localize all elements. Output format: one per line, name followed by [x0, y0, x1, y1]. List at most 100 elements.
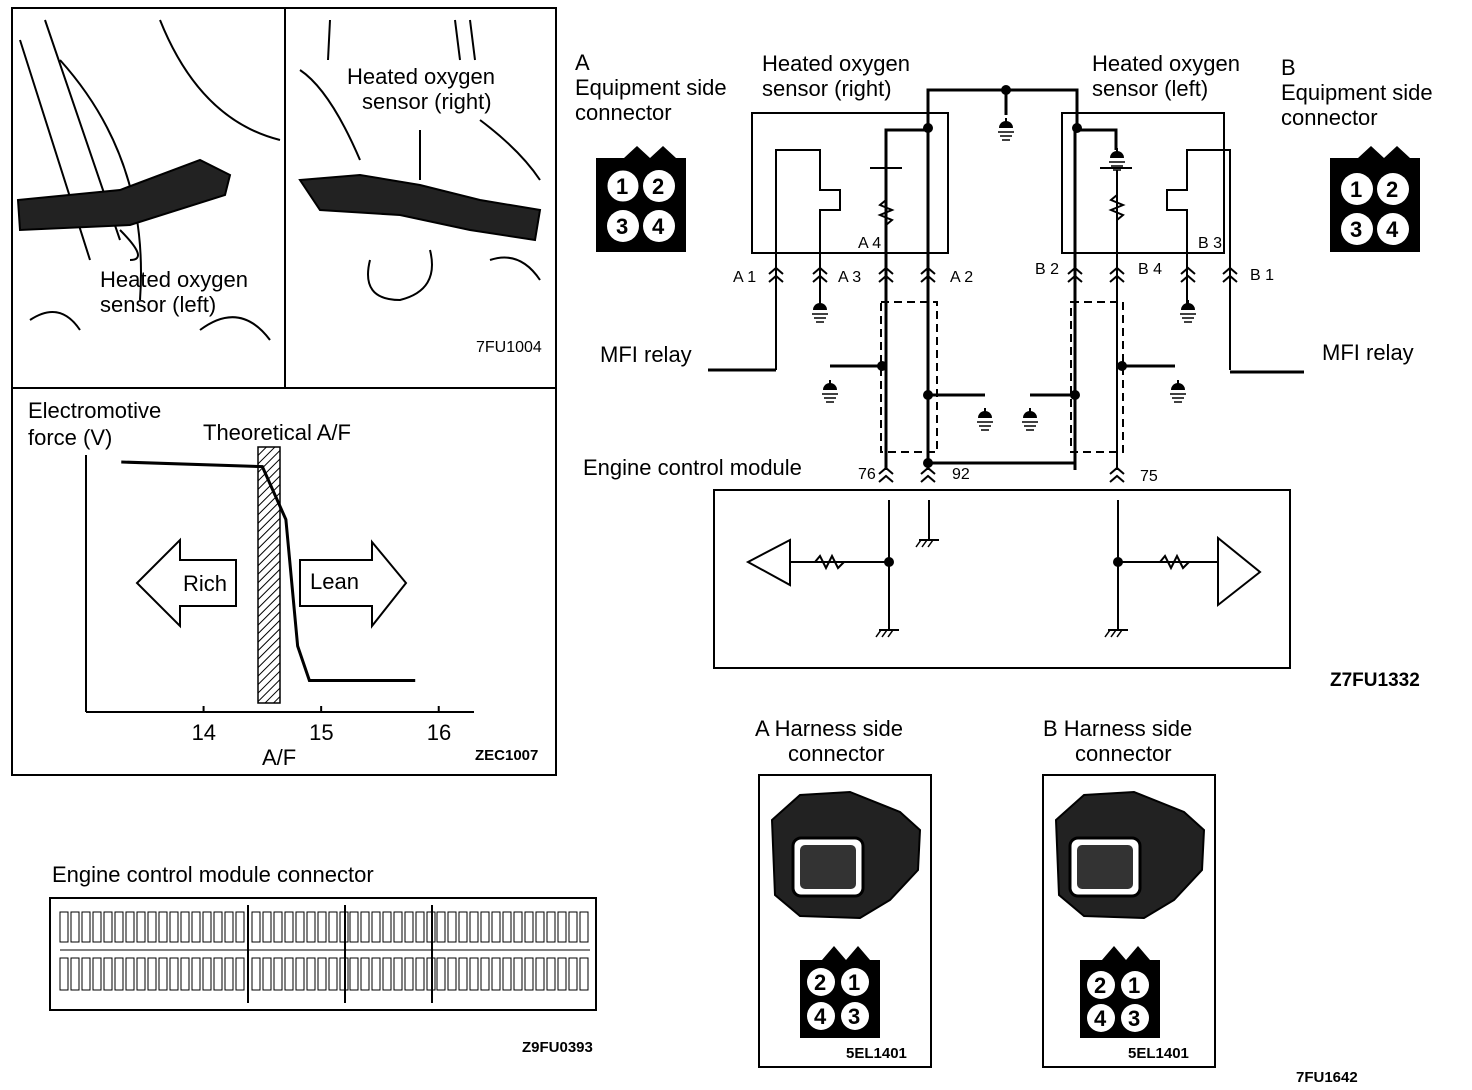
- terminal-chevron-icon: [1222, 274, 1238, 283]
- x-axis-label: A/F: [262, 745, 296, 770]
- ecm-pin-cell: [251, 957, 261, 991]
- harness-a-code: 5EL1401: [846, 1045, 907, 1062]
- ground-icon: [999, 121, 1013, 128]
- ecm-pin-cell: [59, 911, 69, 943]
- ecm-pin-cell: [480, 957, 490, 991]
- x-tick-label: 14: [192, 720, 216, 745]
- photos-panel: Heated oxygen sensor (left) Heated oxyge…: [11, 7, 557, 389]
- terminal-chevron-icon: [1109, 474, 1125, 483]
- terminal-chevron-icon: [1109, 266, 1125, 275]
- emf-curve: [121, 460, 416, 682]
- ecm-pin-cell: [317, 957, 327, 991]
- terminal-b1: B 1: [1250, 267, 1274, 284]
- right-sensor-illustration: [298, 19, 542, 302]
- mfi-relay-left-label: MFI relay: [600, 342, 692, 367]
- ecm-pin-cell: [535, 911, 545, 943]
- ground-icon: [1181, 303, 1195, 310]
- theoretical-af-label: Theoretical A/F: [203, 420, 351, 445]
- mfi-relay-right-label: MFI relay: [1322, 340, 1414, 365]
- terminal-chevron-icon: [1180, 274, 1196, 283]
- terminal-a3: A 3: [838, 269, 861, 286]
- terminal-a4: A 4: [858, 235, 881, 252]
- ecm-pin-cell: [92, 957, 102, 991]
- chassis-ground-hatch: [875, 629, 882, 638]
- terminal-chevron-icon: [920, 466, 936, 475]
- ecm-pin-cell: [513, 957, 523, 991]
- harness-a-pin-1: 1: [848, 970, 860, 995]
- ecm-pin-cell: [158, 911, 168, 943]
- chassis-ground-hatch: [887, 629, 894, 638]
- terminal-chevron-icon: [920, 474, 936, 483]
- ecm-pin-cell: [262, 911, 272, 943]
- terminal-chevron-icon: [812, 266, 828, 275]
- conn-a-pin-1: 1: [616, 174, 628, 199]
- left-sensor-label-1: Heated oxygen: [100, 267, 248, 292]
- ecm-pin-cell: [147, 957, 157, 991]
- terminal-chevron-icon: [1067, 266, 1083, 275]
- ecm-pin-cell: [458, 911, 468, 943]
- wiring-code: Z7FU1332: [1330, 670, 1420, 691]
- ecm-pin-cell: [202, 957, 212, 991]
- ecm-pin-cell: [393, 957, 403, 991]
- ecm-pin-cell: [393, 911, 403, 943]
- harness-b-pin-3: 3: [1128, 1006, 1140, 1031]
- ecm-pin-cell: [103, 911, 113, 943]
- ecm-pin-cell: [426, 911, 436, 943]
- conn-b-pin-1: 1: [1350, 177, 1362, 202]
- conn-a-label-1: Equipment side: [575, 75, 727, 100]
- ecm-pin-cell: [306, 911, 316, 943]
- conn-b-label-1: Equipment side: [1281, 80, 1433, 105]
- conn-b-pin-4: 4: [1386, 217, 1399, 242]
- ecm-pin-cell: [213, 957, 223, 991]
- terminal-chevron-icon: [1222, 266, 1238, 275]
- ecm-pin-cell: [469, 911, 479, 943]
- ecm-pin-cell: [328, 957, 338, 991]
- terminal-chevron-icon: [878, 466, 894, 475]
- ecm-pin-cell: [491, 911, 501, 943]
- sensor-right-label-2: sensor (right): [762, 76, 892, 101]
- ecm-pin-cell: [180, 957, 190, 991]
- ecm-pin-cell: [213, 911, 223, 943]
- terminal-chevron-icon: [920, 274, 936, 283]
- ecm-pin-cell: [546, 957, 556, 991]
- chassis-ground-hatch: [1110, 629, 1117, 638]
- ecm-pin-cell: [524, 957, 534, 991]
- ecm-pin-cell: [382, 911, 392, 943]
- terminal-chevron-icon: [920, 266, 936, 275]
- ecm-pin-cell: [579, 911, 589, 943]
- terminal-chevron-icon: [768, 266, 784, 275]
- conn-a-pin-2: 2: [652, 174, 664, 199]
- sensor-left-label-2: sensor (left): [1092, 76, 1208, 101]
- ecm-pin-cell: [103, 957, 113, 991]
- lean-arrow-icon: [299, 539, 408, 629]
- ecm-pin-cell: [262, 957, 272, 991]
- terminal-chevron-icon: [1109, 466, 1125, 475]
- ecm-pin-cell: [404, 911, 414, 943]
- equipment-connector-b: 1 2 3 4: [1330, 146, 1420, 252]
- terminal-chevron-icon: [1109, 274, 1125, 283]
- harness-b-pin-1: 1: [1128, 973, 1140, 998]
- ecm-pin-cell: [224, 911, 234, 943]
- chassis-ground-hatch: [921, 539, 928, 548]
- ground-icon: [823, 383, 837, 390]
- ecm-pin-cell: [404, 957, 414, 991]
- harness-b-pin-2: 2: [1094, 973, 1106, 998]
- ecm-pin-cell: [447, 957, 457, 991]
- ecm-pin-cell: [136, 957, 146, 991]
- ecm-pin-cell: [317, 911, 327, 943]
- sensor-left-label-1: Heated oxygen: [1092, 51, 1240, 76]
- ground-icon: [978, 411, 992, 418]
- harness-b-label-1: B Harness side: [1043, 716, 1192, 741]
- ecm-pin-cell: [235, 911, 245, 943]
- harness-a-label-2: connector: [788, 741, 885, 766]
- ecm-pin-cell: [360, 957, 370, 991]
- x-tick-label: 16: [427, 720, 451, 745]
- ecm-pin-cell: [136, 911, 146, 943]
- ecm-pin-cell: [147, 911, 157, 943]
- ecm-pin-cell: [502, 957, 512, 991]
- ecm-pin-cell: [125, 911, 135, 943]
- ecm-pin-cell: [81, 957, 91, 991]
- ecm-pin-cell: [158, 957, 168, 991]
- ecm-connector-outline: [49, 897, 597, 1011]
- graph-code: ZEC1007: [475, 747, 538, 764]
